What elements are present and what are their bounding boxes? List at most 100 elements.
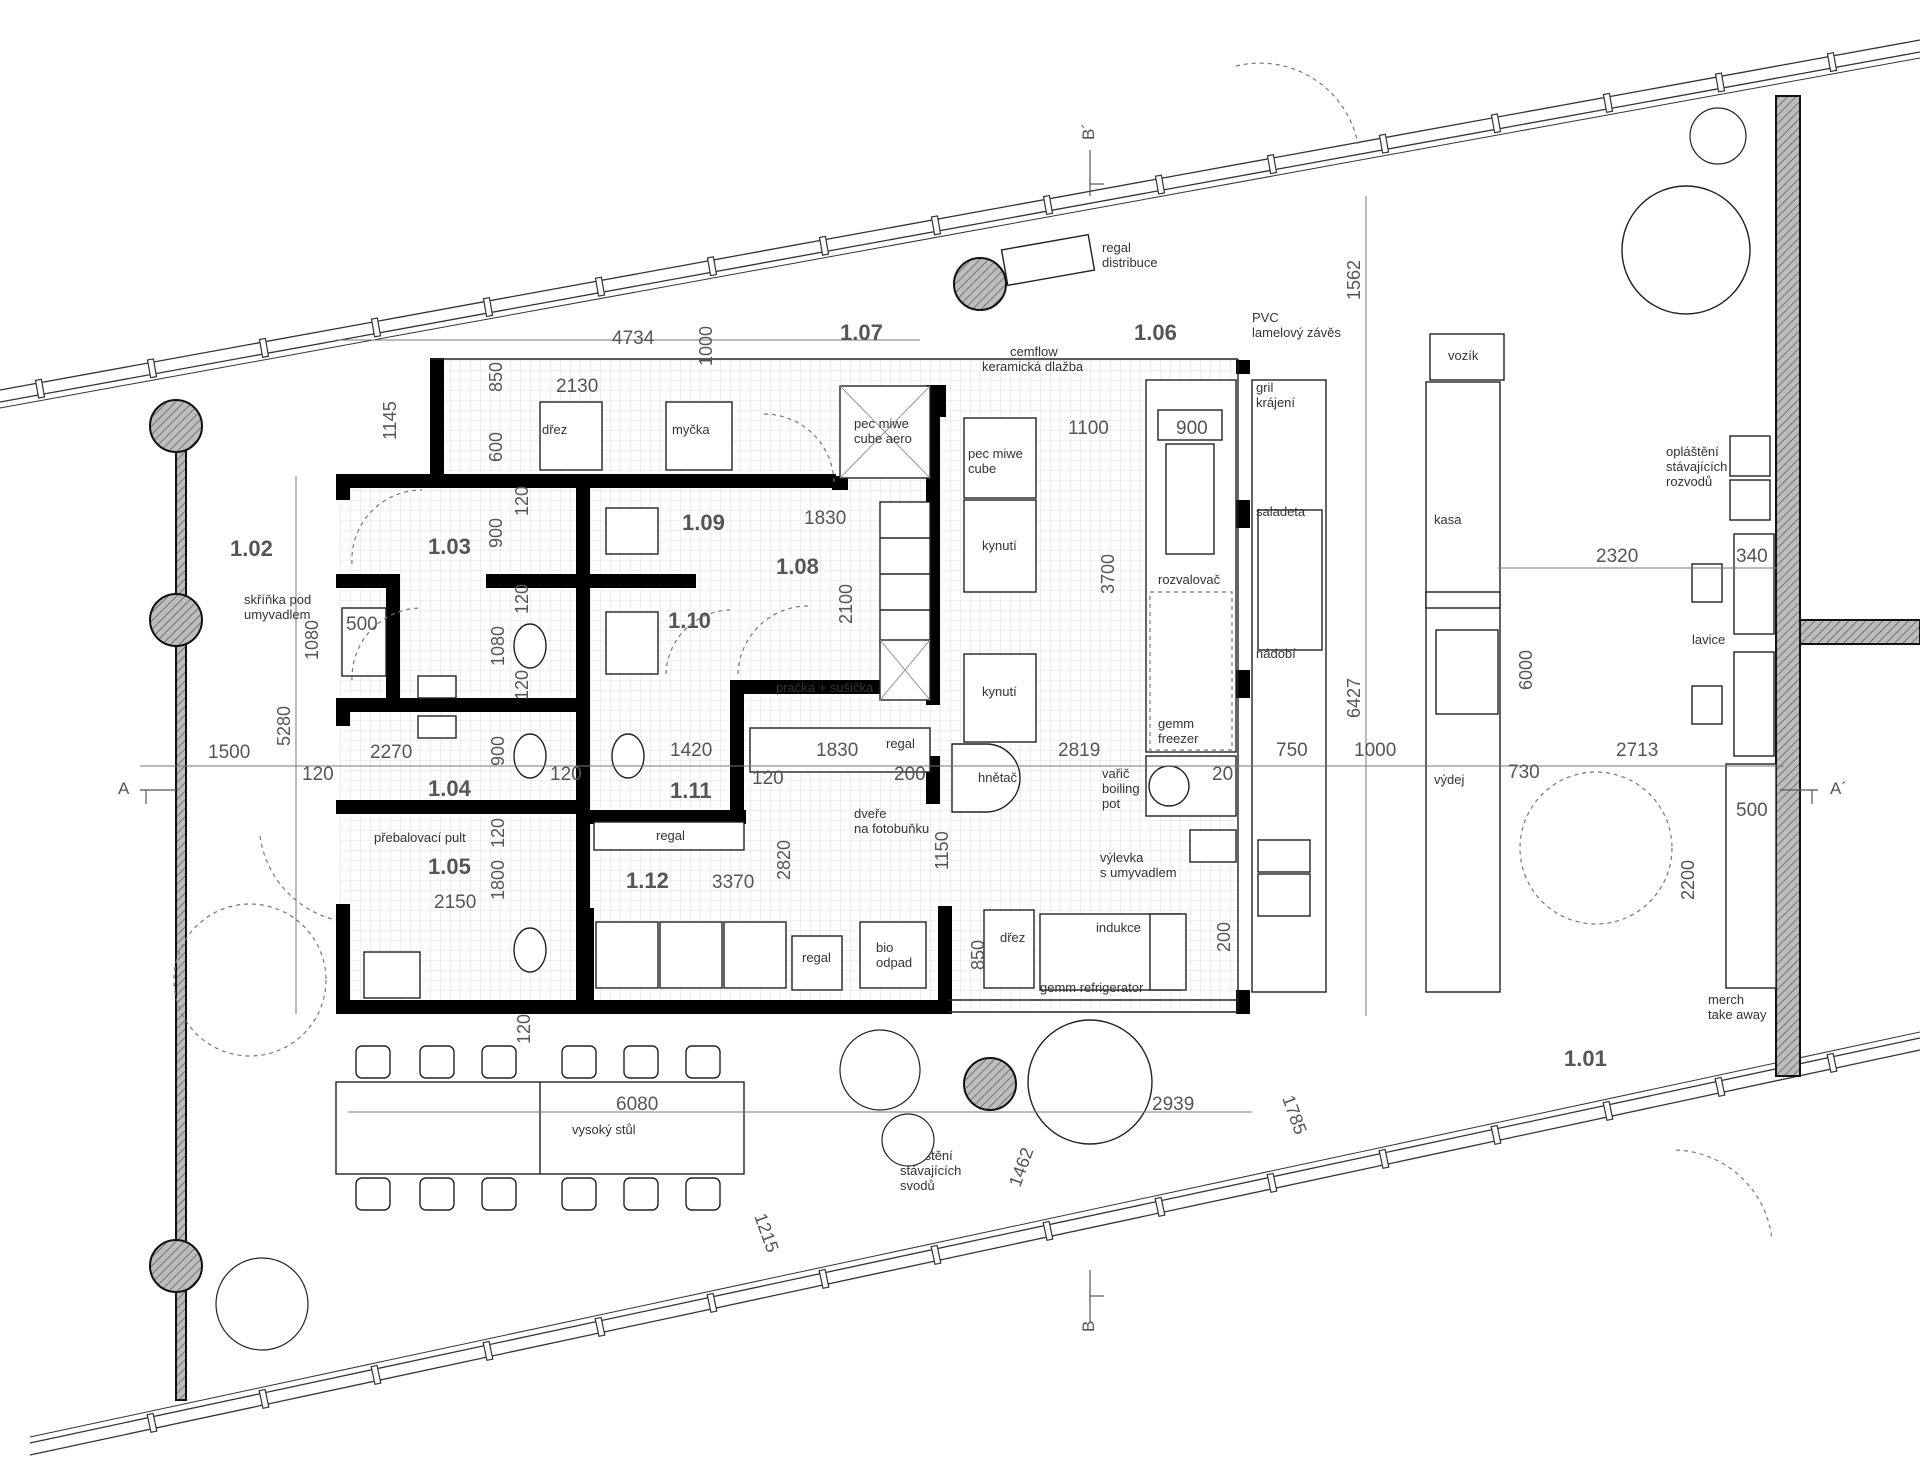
chair bbox=[623, 1045, 659, 1079]
room-numbers: 1.01 1.02 1.03 1.04 1.05 1.06 1.07 1.08 … bbox=[230, 320, 1607, 1071]
mullion bbox=[706, 256, 718, 277]
chair bbox=[481, 1045, 517, 1079]
svg-text:1830: 1830 bbox=[816, 740, 858, 761]
round-table bbox=[1621, 185, 1751, 315]
svg-text:1562: 1562 bbox=[1344, 260, 1364, 300]
mullion bbox=[594, 276, 606, 297]
svg-text:750: 750 bbox=[1276, 740, 1308, 761]
room-1-06: 1.06 bbox=[1134, 320, 1177, 345]
column bbox=[149, 1239, 203, 1293]
dimension-lines bbox=[140, 196, 1784, 1113]
plants bbox=[215, 107, 1747, 1351]
mullion bbox=[1042, 194, 1054, 216]
room-1-05: 1.05 bbox=[428, 854, 471, 879]
label-rozvalovac: rozvalovač bbox=[1158, 572, 1221, 587]
svg-text:20: 20 bbox=[1212, 764, 1233, 785]
svg-text:1830: 1830 bbox=[804, 508, 846, 529]
label-vydej: výdej bbox=[1434, 772, 1464, 787]
chairs bbox=[355, 1045, 721, 1211]
svg-text:1462: 1462 bbox=[1005, 1145, 1037, 1189]
chair bbox=[623, 1177, 659, 1211]
svg-text:1215: 1215 bbox=[750, 1211, 782, 1255]
mullion bbox=[482, 1340, 494, 1361]
svg-text:2100: 2100 bbox=[836, 584, 856, 624]
mullion bbox=[930, 215, 942, 236]
svg-text:120: 120 bbox=[752, 768, 784, 789]
svg-text:1080: 1080 bbox=[488, 626, 508, 666]
svg-text:3700: 3700 bbox=[1098, 554, 1118, 594]
mullion bbox=[1602, 1100, 1614, 1121]
svg-text:1080: 1080 bbox=[302, 620, 322, 660]
chair bbox=[355, 1045, 391, 1079]
label-kynuti-1: kynutí bbox=[982, 538, 1017, 553]
column bbox=[149, 399, 203, 453]
svg-text:1500: 1500 bbox=[208, 742, 250, 763]
svg-text:2320: 2320 bbox=[1596, 546, 1638, 567]
svg-text:120: 120 bbox=[514, 1014, 534, 1044]
svg-text:600: 600 bbox=[486, 432, 506, 462]
svg-text:900: 900 bbox=[1176, 418, 1208, 439]
label-lavice: lavice bbox=[1692, 632, 1725, 647]
building-shell bbox=[0, 39, 1920, 1456]
svg-text:2270: 2270 bbox=[370, 742, 412, 763]
chair bbox=[419, 1177, 455, 1211]
label-vozik: vozík bbox=[1448, 348, 1479, 363]
mullion bbox=[1378, 133, 1390, 154]
chair bbox=[481, 1177, 517, 1211]
fixtures bbox=[335, 185, 1777, 1175]
label-regal-2: regal bbox=[656, 828, 685, 843]
label-indukce: indukce bbox=[1096, 920, 1141, 935]
mullion bbox=[258, 337, 270, 358]
section-b: B bbox=[1079, 1321, 1098, 1332]
svg-text:1150: 1150 bbox=[932, 831, 952, 870]
svg-text:1145: 1145 bbox=[380, 401, 400, 440]
chair bbox=[561, 1045, 597, 1079]
svg-text:2939: 2939 bbox=[1152, 1094, 1194, 1115]
label-regal-3: regal bbox=[802, 950, 831, 965]
mullion bbox=[1266, 1172, 1278, 1193]
svg-text:900: 900 bbox=[488, 736, 508, 766]
mullion bbox=[1826, 51, 1838, 73]
svg-text:5280: 5280 bbox=[274, 706, 294, 746]
svg-text:2200: 2200 bbox=[1678, 860, 1698, 900]
section-a-prime: A´ bbox=[1830, 779, 1847, 798]
mullion bbox=[1602, 92, 1614, 113]
svg-text:1785: 1785 bbox=[1278, 1093, 1310, 1137]
svg-text:2713: 2713 bbox=[1616, 740, 1658, 761]
label-gemm-refrigerator: gemm refrigerator bbox=[1040, 980, 1144, 995]
section-a: A bbox=[118, 779, 130, 798]
round-table bbox=[1027, 1019, 1153, 1145]
room-1-02: 1.02 bbox=[230, 536, 273, 561]
mullion bbox=[146, 1412, 158, 1433]
svg-text:200: 200 bbox=[894, 764, 926, 785]
svg-text:340: 340 bbox=[1736, 546, 1768, 567]
mullion bbox=[706, 1292, 718, 1313]
mullion bbox=[1378, 1148, 1390, 1169]
svg-text:3370: 3370 bbox=[712, 872, 754, 893]
mullion bbox=[1266, 154, 1278, 175]
svg-text:1100: 1100 bbox=[1068, 418, 1109, 439]
svg-text:1800: 1800 bbox=[488, 860, 508, 900]
columns bbox=[149, 257, 1017, 1293]
label-prebalovaci: přebalovací pult bbox=[374, 830, 466, 845]
chair bbox=[685, 1045, 721, 1079]
label-hnetac: hnětač bbox=[978, 770, 1018, 785]
mullion bbox=[930, 1244, 942, 1265]
room-1-09: 1.09 bbox=[682, 510, 725, 535]
svg-text:120: 120 bbox=[512, 670, 532, 700]
svg-text:500: 500 bbox=[1736, 800, 1768, 821]
room-1-01: 1.01 bbox=[1564, 1046, 1607, 1071]
mullion bbox=[1490, 1124, 1502, 1145]
chair bbox=[419, 1045, 455, 1079]
mullion bbox=[1490, 113, 1502, 134]
dishwasher bbox=[665, 401, 733, 471]
svg-text:120: 120 bbox=[512, 584, 532, 614]
